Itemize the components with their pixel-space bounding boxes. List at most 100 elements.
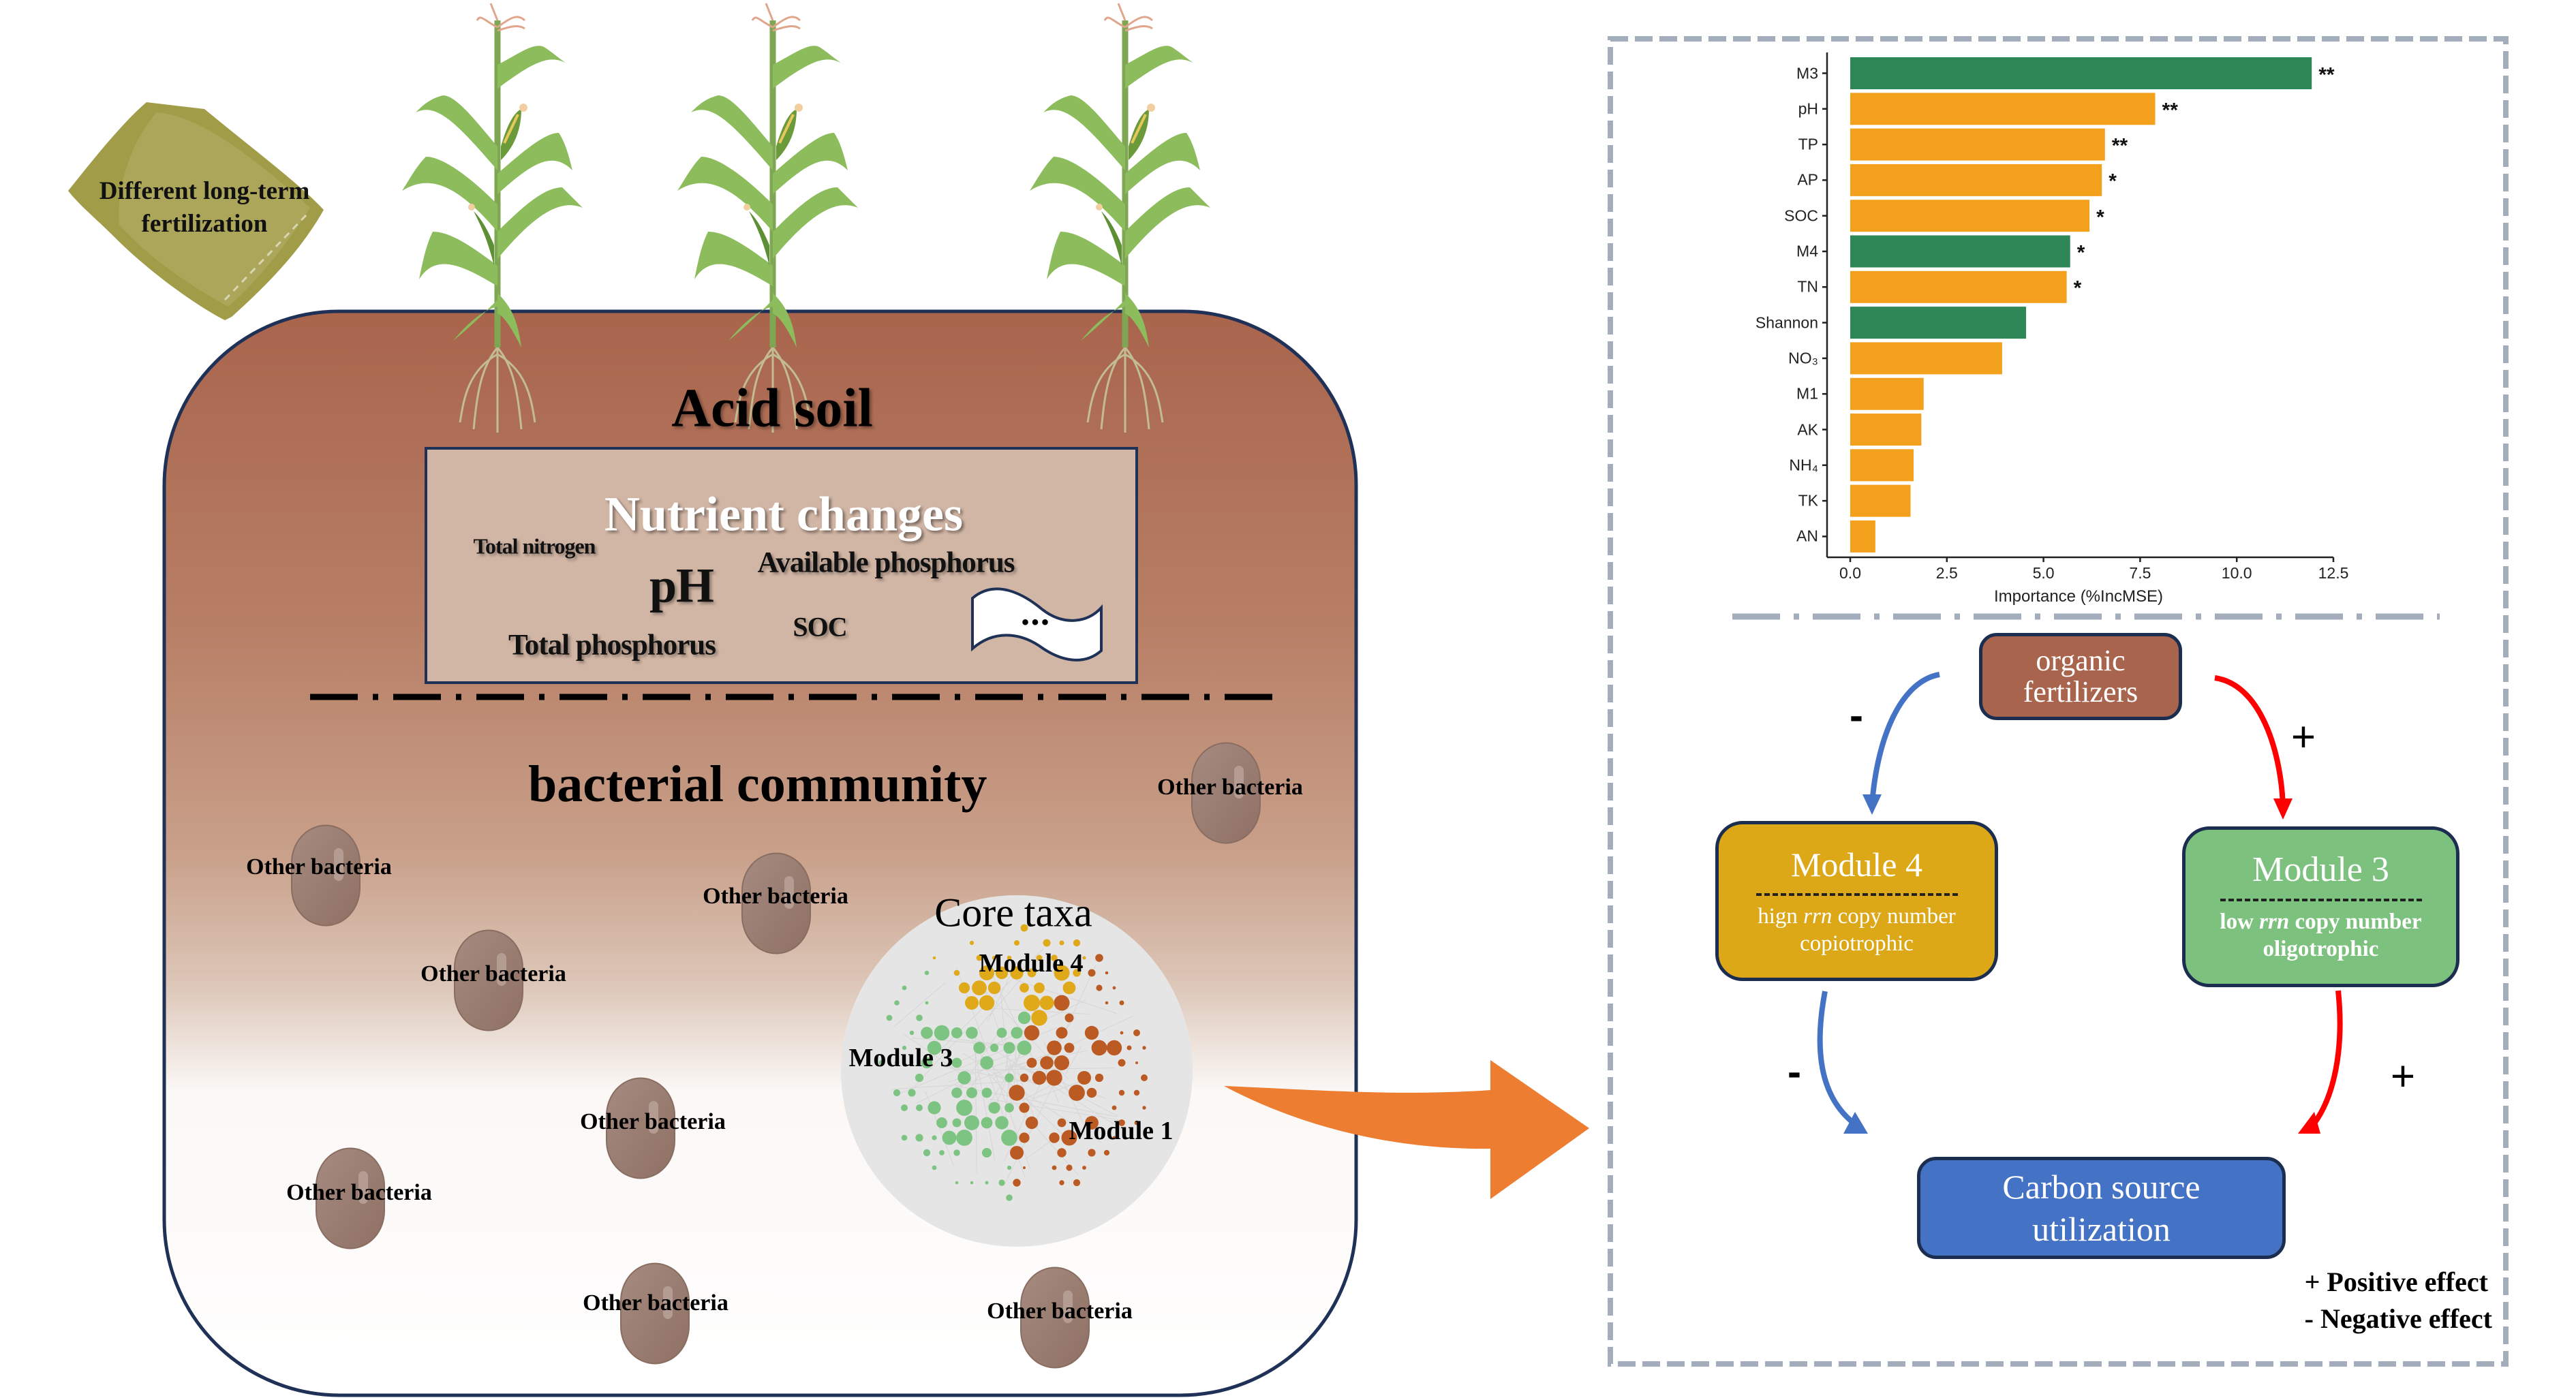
- module-4-desc-rrn: rrn: [1803, 903, 1833, 929]
- network-node: [951, 1057, 962, 1068]
- network-edge: [992, 1065, 1014, 1080]
- y-tick-label: AK: [1797, 420, 1818, 438]
- arrow-module3-to-carbon: [2311, 990, 2343, 1126]
- network-node: [953, 1149, 960, 1156]
- maize-plant-icon: [402, 3, 583, 433]
- network-node: [878, 1059, 885, 1066]
- network-node: [1019, 1073, 1029, 1083]
- network-node: [1061, 1130, 1077, 1146]
- carbon-source-line2: utilization: [2032, 1210, 2171, 1248]
- network-node: [1013, 1179, 1021, 1187]
- network-node: [1134, 1120, 1139, 1125]
- network-node: [1096, 984, 1103, 991]
- other-bacteria-label: Other bacteria: [246, 854, 392, 880]
- network-node: [992, 955, 997, 961]
- network-node: [1073, 1179, 1081, 1187]
- network-node: [1111, 1105, 1117, 1110]
- network-node: [1126, 1045, 1132, 1051]
- network-node: [1001, 1130, 1017, 1146]
- network-node: [1062, 981, 1076, 995]
- network-node: [966, 1027, 978, 1039]
- network-node: [981, 1117, 993, 1129]
- significance-label: *: [2073, 277, 2082, 300]
- x-tick-label: 10.0: [2221, 564, 2252, 582]
- network-node: [1133, 1029, 1140, 1036]
- module-4-box: Module 4 hign rrn copy number copiotroph…: [1715, 821, 1998, 981]
- sign-organic-to-module3: +: [2290, 713, 2316, 761]
- bacterium-icon: [291, 824, 361, 927]
- module-3-desc-line1: low rrn copy number: [2220, 908, 2421, 935]
- organic-fertilizers-line2: fertilizers: [2023, 675, 2138, 709]
- bar-shannon: [1850, 307, 2027, 339]
- network-node: [894, 1060, 900, 1066]
- bar-tn: [1850, 270, 2067, 303]
- network-node: [973, 1042, 985, 1054]
- network-node: [1120, 1031, 1124, 1035]
- network-node: [990, 1043, 999, 1053]
- network-node: [1019, 1102, 1030, 1113]
- nutrient-soc: SOC: [793, 611, 847, 642]
- other-bacteria-label: Other bacteria: [987, 1299, 1133, 1324]
- network-node: [965, 996, 979, 1010]
- y-tick-label: TN: [1797, 277, 1818, 296]
- network-node: [932, 1165, 937, 1170]
- arrow-organic-to-module4-head: [1862, 794, 1882, 815]
- network-node: [893, 1089, 901, 1097]
- module-3-desc-rrn: rrn: [2259, 910, 2290, 934]
- network-node: [1056, 1027, 1068, 1039]
- nutrient-available-phosphorus: Available phosphorus: [757, 546, 1015, 579]
- bacterium-icon: [606, 1077, 675, 1179]
- significance-label: **: [2162, 99, 2178, 122]
- arrow-organic-to-module4: [1869, 672, 1940, 805]
- fertilizer-bag-icon: [68, 102, 324, 320]
- network-node: [1023, 1166, 1026, 1169]
- maize-plant-icon: [1030, 3, 1210, 433]
- module-3-desc-pre: low: [2220, 910, 2260, 934]
- bar-nh4: [1850, 449, 1914, 482]
- network-node: [1005, 1103, 1014, 1113]
- network-node: [1073, 939, 1081, 947]
- other-bacteria-label: Other bacteria: [286, 1180, 432, 1205]
- network-edge: [962, 1066, 985, 1102]
- other-bacteria-label: Other bacteria: [583, 1290, 729, 1316]
- arrow-organic-to-module3: [2214, 675, 2286, 808]
- network-node: [1031, 1010, 1047, 1026]
- network-node: [980, 1056, 994, 1070]
- network-node: [921, 1027, 933, 1039]
- arrow-organic-to-module3-head: [2273, 798, 2293, 820]
- importance-chart: [1822, 52, 2335, 562]
- core-module-4-label: Module 4: [979, 949, 1084, 978]
- bacterium-icon: [454, 929, 523, 1031]
- network-node: [988, 1102, 1000, 1114]
- network-node: [979, 995, 995, 1011]
- network-node: [951, 1027, 963, 1039]
- network-node: [1119, 1000, 1124, 1006]
- nutrient-box: [425, 447, 1138, 684]
- network-node: [927, 1040, 942, 1055]
- network-node: [1088, 969, 1096, 977]
- network-node: [932, 956, 936, 960]
- network-node: [955, 1181, 959, 1185]
- network-node: [972, 980, 987, 995]
- nutrient-total-nitrogen: Total nitrogen: [473, 533, 596, 559]
- network-node: [951, 1087, 962, 1098]
- significance-label: **: [2111, 134, 2128, 157]
- x-tick-label: 5.0: [2032, 564, 2055, 582]
- bacterium-icon: [316, 1147, 385, 1249]
- network-edge: [893, 982, 947, 1027]
- network-edge: [990, 1098, 1122, 1121]
- network-node: [1105, 971, 1109, 975]
- core-taxa-circle: [841, 895, 1193, 1247]
- network-node: [956, 1100, 972, 1116]
- network-node: [910, 1061, 914, 1065]
- nutrient-more-dots: •••: [1022, 611, 1052, 634]
- other-bacteria-label: Other bacteria: [420, 961, 566, 987]
- network-node: [1036, 954, 1043, 961]
- network-node: [952, 1118, 962, 1128]
- network-node: [1064, 1013, 1074, 1023]
- network-node: [1066, 1164, 1073, 1171]
- core-module-3-label: Module 3: [848, 1044, 953, 1072]
- module-3-divider: [2220, 899, 2422, 901]
- network-node: [908, 1089, 916, 1097]
- y-tick-label: SOC: [1784, 206, 1818, 225]
